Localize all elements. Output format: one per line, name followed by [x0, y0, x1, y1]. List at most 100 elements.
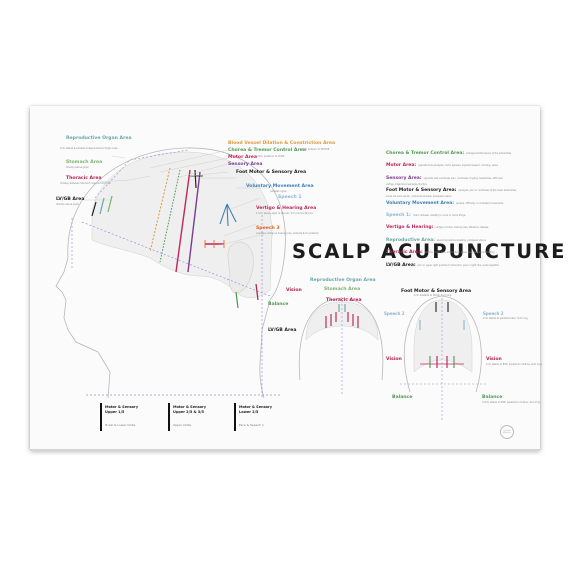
desc-lvgb: directly above pupil [56, 203, 79, 206]
list-item-name: Chorea & Tremor Control Area: [386, 151, 465, 156]
side-midline-dashed [81, 221, 271, 297]
desc-thoracic: midway between Stomach Area and DU line [60, 182, 111, 185]
front-head-outline [298, 297, 384, 381]
front-label-lvgb: LV/GB Area [268, 328, 297, 333]
desc-speech3: overlaps vertigo & hearing line, extends… [256, 232, 319, 235]
back-desc-foot: 1cm bilateral to DU20, 3cm long [414, 294, 452, 297]
list-item: Reproductive Area:abnormal uterine bleed… [386, 226, 526, 243]
list-item-name: Vertigo & Hearing: [386, 225, 434, 231]
list-item-desc: extrapyramidal lesions of the extremitie… [466, 152, 512, 155]
front-label-stomach: Stomach Area [324, 287, 361, 292]
back-speech2-lines [419, 320, 465, 330]
leader-lines [84, 149, 270, 246]
list-item-desc: pain in upper right quadrant of stomach,… [417, 263, 499, 267]
list-item-name: Speech 1: [386, 212, 411, 218]
sensory-line [187, 171, 201, 273]
list-item-desc: opposite side numbness pain, numbness, t… [423, 176, 504, 180]
legend-desc: Trunk & Lower limbs [105, 423, 136, 427]
label-foot-motor-sensory: Foot Motor & Sensory Area [236, 170, 307, 175]
side-forehead-line-c [91, 201, 97, 217]
list-item: Motor Area:opposite side paralysis, moto… [386, 151, 526, 168]
back-label-speech2-right: Speech 2 [483, 311, 504, 316]
legend-bar [234, 403, 236, 431]
list-item: Voluntary Movement Area:apraxia, difficu… [386, 189, 526, 206]
desc-voluntary: parietal region [270, 190, 287, 193]
label-stomach-area: Stomach Area [66, 160, 103, 165]
list-item: Speech 1:motor aphasia, inability to voc… [386, 201, 526, 218]
back-label-vision-left: Vision [386, 357, 402, 362]
side-vision-line [255, 283, 259, 301]
label-motor-area: Motor Area [228, 155, 257, 160]
page-title: SCALP ACUPUNCTURE [292, 240, 567, 263]
label-thoracic-area: Thoracic Area [66, 176, 102, 181]
back-label-speech2-left: Speech 2 [384, 311, 405, 316]
label-reproductive-organ-area: Reproductive Organ Area [66, 136, 132, 141]
back-label-balance-right: Balance [482, 395, 503, 400]
poster-shadow [32, 449, 538, 454]
legend-bar [100, 403, 102, 431]
list-item: Chorea & Tremor Control Area:extrapyrami… [386, 139, 526, 156]
label-blood-vessel: Blood Vessel Dilation & Constriction Are… [228, 141, 336, 146]
legend-bar [168, 403, 170, 431]
list-item-name: Sensory Area: [386, 175, 422, 181]
front-lines [325, 312, 359, 328]
list-item-desc: apraxia, difficulty co-ordinated movemen… [456, 201, 504, 205]
poster [30, 106, 540, 449]
indications-list: Chorea & Tremor Control Area:extrapyrami… [386, 139, 526, 268]
back-balance-lines [429, 356, 455, 368]
list-item: Foot Motor & Sensory Area:paralysis, pai… [386, 176, 526, 198]
back-desc-vision: 1cm lateral to EOP, parallel to midline,… [486, 363, 542, 366]
desc-reproductive: 2cm lateral & parallel to Reproductive O… [60, 147, 118, 150]
back-foot-lines [435, 302, 449, 312]
list-item-desc: asthma, chest pain, intermittent upper r… [424, 251, 495, 255]
list-item-name: Thoracic Area: [386, 250, 423, 256]
label-side-balance: Balance [268, 302, 289, 307]
list-item-desc: motor aphasia, inability to vocal or nam… [412, 213, 466, 217]
list-item-name: Voluntary Movement Area: [386, 200, 454, 206]
list-item-desc: opposite side paralysis, motor aphasia, … [418, 164, 499, 168]
list-item-name: LV/GB Area: [386, 262, 416, 268]
side-face-outline [55, 257, 111, 399]
side-ear [227, 241, 254, 294]
list-item-name: Foot Motor & Sensory Area: [386, 188, 457, 194]
side-forehead-line-b [107, 195, 113, 213]
list-item-desc: vertigo, tinnitus, hearing loss, Meniere… [435, 226, 489, 230]
back-head-outline [403, 295, 482, 393]
label-vertigo-hearing: Vertigo & Hearing Area [256, 206, 317, 211]
list-item-name: Reproductive Area: [386, 237, 435, 243]
voluntary-fan [219, 203, 237, 227]
list-item: Sensory Area:opposite side numbness pain… [386, 164, 526, 186]
desc-motor: 0.5cm posterior to DU20 [256, 155, 285, 158]
front-repro-lines [338, 304, 346, 312]
back-hair-shade [413, 299, 473, 373]
label-sensory-area: Sensory Area [228, 162, 263, 167]
side-front-dashed [94, 149, 189, 199]
back-label-foot: Foot Motor & Sensory Area [401, 289, 472, 294]
front-label-thoracic: Thoracic Area [326, 298, 362, 303]
label-lvgb-area: LV/GB Area [56, 197, 85, 202]
list-item-desc: abnormal uterine bleeding, prolapsed ute… [436, 238, 486, 242]
motor-line [175, 169, 191, 273]
label-chorea: Chorea & Tremor Control Area [228, 148, 306, 153]
back-desc-speech2: 2cm lateral to parietal tuber, 3cm long [483, 317, 528, 320]
label-voluntary-movement: Voluntary Movement Area [246, 184, 314, 189]
front-label-reproductive: Reproductive Organ Area [310, 278, 376, 283]
desc-stomach: directly above pupil [66, 166, 89, 169]
label-speech-1: Speech 1 [278, 195, 302, 200]
label-side-vision: Vision [286, 288, 302, 293]
chorea-line [159, 169, 181, 263]
list-item-desc: paralysis, pain or numbness of the lower… [458, 189, 517, 193]
back-desc-balance: 3.5cm lateral to EOP, parallel to midlin… [482, 401, 541, 404]
list-item-name: Motor Area: [386, 163, 417, 169]
desc-chorea: 1.5cm anterior to MOTOR [300, 148, 330, 151]
side-balance-line [235, 291, 239, 309]
list-item: Vertigo & Hearing:vertigo, tinnitus, hea… [386, 213, 526, 230]
desc-vertigo: 1.5cm above apex of the ear, 4cm horizon… [256, 212, 313, 215]
legend-desc: Face & Speech 1 [239, 423, 264, 427]
list-item: Thoracic Area:asthma, chest pain, interm… [386, 238, 526, 255]
back-label-vision-right: Vision [486, 357, 502, 362]
